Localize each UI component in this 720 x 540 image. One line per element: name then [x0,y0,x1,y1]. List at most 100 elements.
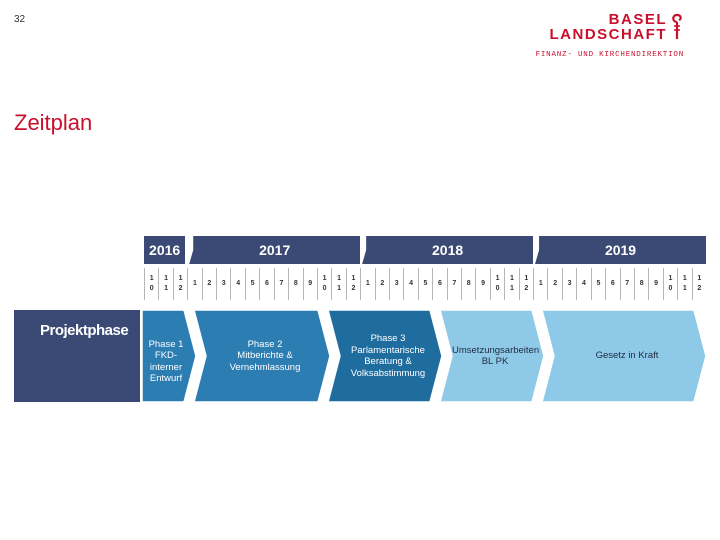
month-digit: 2 [553,280,558,287]
month-cell: 2 [201,268,216,300]
month-digit: 4 [582,280,586,287]
month-digit: 3 [567,280,572,287]
phase-label-line: Phase 1 [148,338,184,350]
month-digit: 9 [654,280,658,287]
month-cell: 1 [360,268,374,300]
month-digit: 8 [639,280,644,287]
month-cell: 5 [590,268,605,300]
year-2016: 2016 [144,236,186,264]
year-2019: 2019 [535,236,706,264]
month-digit: 1 [668,275,673,282]
phase-label-line: FKD-interner [149,350,183,373]
month-digit: 1 [337,285,341,292]
month-digit: 1 [322,275,327,282]
month-cell: 2 [374,268,389,300]
month-digit: 1 [682,285,687,292]
row-label-box: Projektphase [14,310,140,402]
month-digit: 1 [164,275,169,282]
month-cell: 3 [216,268,230,300]
month-digit: 4 [409,280,414,287]
month-cell: 7 [273,268,288,300]
month-digit: 2 [178,285,183,292]
month-digit: 1 [510,275,514,282]
logo-line-landschaft: LANDSCHAFT [549,26,667,43]
month-cell: 7 [446,268,461,300]
year-2018: 2018 [362,236,534,264]
month-digit: 1 [337,275,341,282]
month-digit: 1 [192,280,197,287]
month-digit: 3 [394,280,399,287]
month-digit: 9 [308,280,313,287]
phase-label-line: Entwurf [149,373,183,385]
month-digit: 0 [668,285,673,292]
month-digit: 7 [452,280,457,287]
phase-arrows [142,310,706,402]
month-cell: 5 [417,268,432,300]
phase-label-line: Volksabstimmung [350,367,426,379]
phase-label-line: Gesetz in Kraft [595,350,659,362]
month-cell: 9 [648,268,662,300]
crozier-crest-icon [672,13,682,39]
phase-arrow-5 [541,310,706,402]
month-digit: 1 [510,285,514,292]
month-cell: 4 [576,268,590,300]
month-digit: 1 [682,275,687,282]
month-digit: 5 [423,280,428,287]
page-title: Zeitplan [14,110,93,135]
month-digit: 6 [437,280,442,287]
month-digit: 0 [322,285,327,292]
month-digit: 1 [178,275,183,282]
month-digit: 2 [207,280,212,287]
month-cell: 6 [605,268,619,300]
month-digit: 5 [250,280,255,287]
month-cell: 4 [403,268,417,300]
logo-subtitle: FINANZ- UND KIRCHENDIREKTION [535,51,684,59]
month-cell: 5 [244,268,259,300]
month-digit: 0 [149,285,154,292]
month-digit: 1 [538,280,543,287]
month-digit: 0 [495,285,500,292]
month-cell: 9 [302,268,317,300]
month-digit: 9 [481,280,486,287]
month-cell: 2 [547,268,561,300]
slide-number: 32 [14,14,26,25]
month-digit: 2 [697,285,702,292]
month-cell: 6 [259,268,273,300]
month-cell: 1 [533,268,547,300]
month-cell: 3 [388,268,403,300]
month-cell: 8 [461,268,475,300]
basel-landschaft-logo: BASEL LANDSCHAFT FINANZ- UND KIRCHENDIRE… [536,12,684,59]
phase-label-line: Mitberichte & [237,350,293,362]
month-cell: 4 [230,268,244,300]
month-digit: 6 [265,280,269,287]
month-digit: 4 [236,280,241,287]
row-label: Projektphase [40,322,129,339]
month-digit: 7 [279,280,284,287]
logo-line-basel: BASEL [608,11,667,28]
month-digit: 2 [351,285,356,292]
month-digit: 1 [365,280,370,287]
phase-arrow-2 [193,310,331,402]
month-digit: 1 [149,275,154,282]
phase-label-line: Umsetzungsarbeiten [452,344,540,356]
phase-label-line: Parlamentarische [351,344,425,356]
phase-label-line: Vernehmlassung [229,361,301,373]
month-cell: 9 [475,268,489,300]
